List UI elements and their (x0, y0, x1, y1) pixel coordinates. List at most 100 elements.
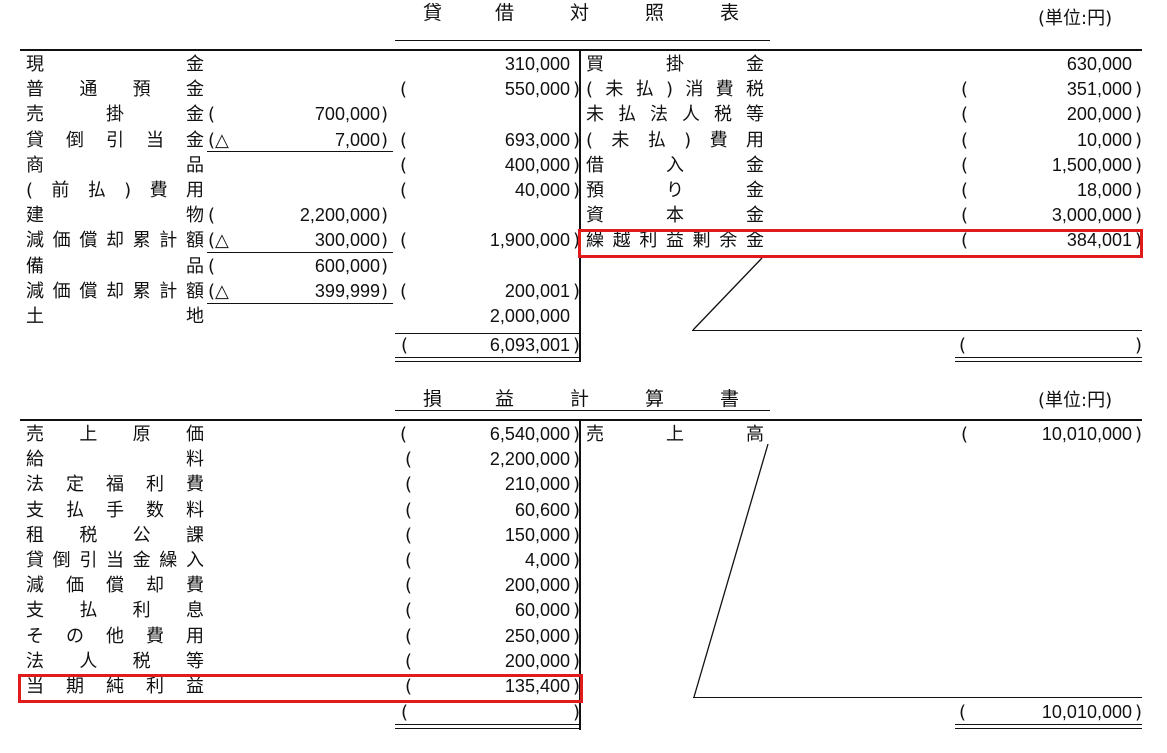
label-char: 金 (132, 550, 151, 571)
label-char: 利 (132, 600, 151, 622)
account-label: 売上原価 (26, 422, 204, 447)
label-char: 通 (79, 79, 98, 101)
label-char: 金 (746, 154, 764, 176)
amount: 250,000 (504, 625, 570, 646)
label-char: 等 (746, 104, 764, 126)
liability-equity-row: 預り金(18,000) (584, 178, 1142, 203)
account-label: 繰越利益剰余金 (586, 228, 764, 253)
sub-paren-open: ( (208, 205, 216, 227)
label-char: 手 (106, 499, 124, 521)
total-row-left: ( 6,093,001 ) (395, 333, 580, 358)
label-char: 越 (612, 230, 631, 252)
paren-open: ( (405, 449, 413, 471)
label-char: 払 (79, 600, 98, 622)
label-char: 払 (647, 129, 666, 151)
label-char: 他 (106, 625, 124, 647)
label-char: 普 (26, 79, 44, 101)
label-char: 金 (746, 180, 764, 201)
label-char: の (66, 625, 84, 647)
paren-close: ) (1134, 104, 1142, 126)
amount: 630,000 (1066, 54, 1132, 74)
liability-equity-row: 借入金(1,500,000) (584, 153, 1142, 178)
amount: 150,000 (504, 524, 570, 545)
paren-close: ) (572, 154, 580, 176)
sub-paren-open: ( (208, 255, 216, 277)
amount: 2,200,000 (489, 449, 570, 470)
sub-value: 399,999 (314, 280, 380, 301)
double-rule-left (395, 724, 580, 729)
label-char: 税 (132, 650, 151, 672)
label-char: 用 (186, 625, 204, 647)
double-rule-right (955, 724, 1142, 729)
subtotal-underline (207, 252, 393, 253)
label-char: 価 (66, 575, 84, 597)
paren-open: ( (961, 154, 969, 176)
title-char: 貸 (423, 2, 443, 24)
label-char: 預 (132, 79, 151, 101)
label-char: 本 (666, 205, 684, 227)
label-char: 費 (186, 474, 204, 496)
expense-row: 租税公課(150,000) (0, 523, 580, 548)
asset-row: 商品(400,000) (0, 153, 580, 178)
label-char: 価 (52, 280, 71, 302)
label-char: 未 (586, 104, 604, 126)
amount: 60,000 (514, 600, 570, 621)
expense-row: 給料(2,200,000) (0, 447, 580, 472)
account-label: 支払利息 (26, 598, 204, 623)
label-char: 法 (650, 104, 668, 126)
paren-close: ) (1134, 335, 1142, 356)
label-char: 用 (185, 180, 204, 201)
header-rule (20, 49, 1142, 51)
label-char: 売 (26, 424, 44, 445)
label-char: 引 (106, 129, 124, 151)
label-char: 品 (186, 255, 204, 277)
paren-open: ( (400, 79, 408, 101)
paren-close: ) (572, 79, 580, 101)
label-char: 償 (79, 230, 98, 252)
title-char: 書 (720, 388, 740, 410)
asset-row: (前払)費用(40,000) (0, 178, 580, 203)
paren-close: ) (572, 424, 580, 445)
paren-close: ) (572, 499, 580, 521)
paren-close: ) (572, 575, 580, 597)
account-label: 支払手数料 (26, 498, 204, 523)
column-divider (579, 420, 581, 730)
label-char: 品 (186, 154, 204, 176)
label-char: 計 (159, 230, 178, 252)
sub-paren-open: (△ (208, 280, 229, 302)
amount: 200,000 (1066, 104, 1132, 125)
label-char: 資 (586, 205, 604, 227)
label-char: 料 (186, 449, 204, 471)
unit-label: (単位:円) (1038, 390, 1113, 411)
sub-paren-close: ) (381, 205, 389, 227)
label-char: 貸 (26, 550, 44, 571)
label-char: 累 (132, 280, 151, 302)
asset-row: 建物(2,200,000) (0, 203, 580, 228)
account-label: 貸倒引当金繰入 (26, 548, 204, 573)
column-divider (579, 50, 581, 362)
amount: 210,000 (504, 474, 570, 495)
label-char: り (666, 180, 684, 201)
liability-equity-row: 資本金(3,000,000) (584, 203, 1142, 228)
title-char: 表 (720, 2, 740, 24)
label-char: 費 (146, 625, 164, 647)
sub-paren-close: ) (381, 255, 389, 277)
label-char: 利 (146, 474, 164, 496)
paren-open: ( (400, 129, 408, 151)
paren-close: ) (572, 650, 580, 672)
label-char: 上 (79, 424, 98, 445)
sub-paren-close: ) (381, 104, 389, 126)
asset-row: 売掛金(700,000) (0, 102, 580, 127)
label-char: 建 (26, 205, 44, 227)
account-label: 減価償却費 (26, 573, 204, 598)
paren-open: ( (961, 230, 969, 252)
double-rule-right (955, 357, 1142, 362)
paren-close: ) (1134, 205, 1142, 227)
sub-paren-open: (△ (208, 129, 229, 151)
expense-row: 支払利息(60,000) (0, 598, 580, 623)
label-char: 却 (105, 230, 124, 252)
amount: 60,600 (514, 499, 570, 520)
paren-open: ( (405, 676, 413, 697)
account-label: 減価償却累計額 (26, 228, 204, 253)
account-label: (未払)費用 (586, 128, 764, 153)
